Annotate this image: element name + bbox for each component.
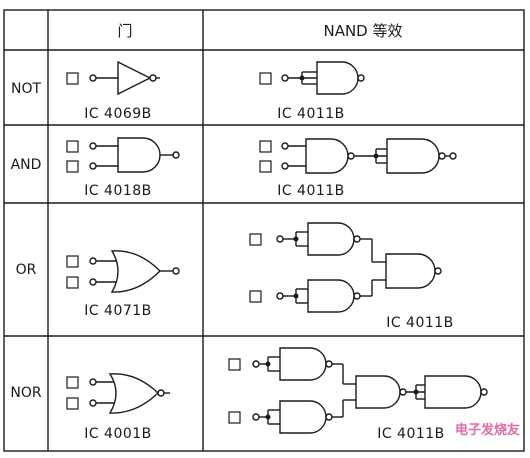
not-nand-equivalent: [259, 61, 365, 95]
not-gate-symbol: [66, 60, 160, 96]
nand-gate-icon: [355, 375, 401, 409]
input-terminal-a: [249, 233, 262, 246]
watermark-text: 电子发烧友: [455, 422, 520, 438]
input-terminal-b: [66, 397, 79, 410]
ic-label-and-nand: IC 4011B: [277, 183, 345, 199]
nor-nand-equivalent: [228, 347, 488, 434]
nand-gate-icon: [307, 222, 355, 256]
input-terminal-a: [66, 140, 79, 153]
and-gate-icon: [117, 137, 161, 173]
or-gate-symbol: [66, 250, 180, 293]
or-gate-icon: [110, 250, 161, 293]
input-terminal-b: [66, 276, 79, 289]
nand-gate-icon: [316, 61, 359, 95]
input-terminal-a: [259, 140, 272, 153]
ic-label-nor-nand: IC 4011B: [377, 426, 445, 442]
table-grid: [3, 9, 525, 452]
nor-gate-symbol: [66, 373, 170, 414]
input-terminal: [259, 72, 272, 85]
nand-gate-icon: [385, 253, 436, 289]
row-label-or: OR: [16, 262, 37, 278]
nor-gate-icon: [108, 373, 160, 414]
and-gate-symbol: [66, 137, 180, 173]
ic-label-not-nand: IC 4011B: [277, 106, 345, 122]
ic-label-or-nand: IC 4011B: [386, 315, 454, 331]
nand-gate-icon: [307, 279, 355, 313]
row-label-not: NOT: [11, 81, 41, 97]
table-border: [3, 9, 525, 452]
watermark: 电子发烧友: [455, 422, 520, 438]
nand-gate-icon: [424, 375, 482, 409]
input-terminal-a: [66, 376, 79, 389]
input-terminal-b: [66, 160, 79, 173]
row-label-and: AND: [11, 157, 42, 173]
input-terminal: [66, 72, 79, 85]
header-gate: 门: [117, 22, 132, 40]
nand-gate-icon: [279, 347, 327, 381]
nand-gate-icon: [305, 138, 349, 174]
input-terminal-a: [66, 255, 79, 268]
input-terminal-b: [228, 411, 241, 424]
ic-label-nor: IC 4001B: [84, 426, 152, 442]
row-label-nor: NOR: [10, 385, 41, 401]
ic-label-and: IC 4018B: [84, 183, 152, 199]
or-nand-equivalent: [249, 222, 442, 313]
ic-label-or: IC 4071B: [84, 303, 152, 319]
header-nand-equivalent: NAND 等效: [323, 22, 402, 40]
input-terminal-a: [228, 358, 241, 371]
input-terminal-b: [249, 290, 262, 303]
not-gate-icon: [117, 60, 152, 96]
input-terminal-b: [259, 160, 272, 173]
ic-label-not: IC 4069B: [84, 106, 152, 122]
nand-gate-icon: [279, 400, 327, 434]
and-nand-equivalent: [259, 138, 457, 174]
nand-gate-icon: [386, 138, 440, 174]
